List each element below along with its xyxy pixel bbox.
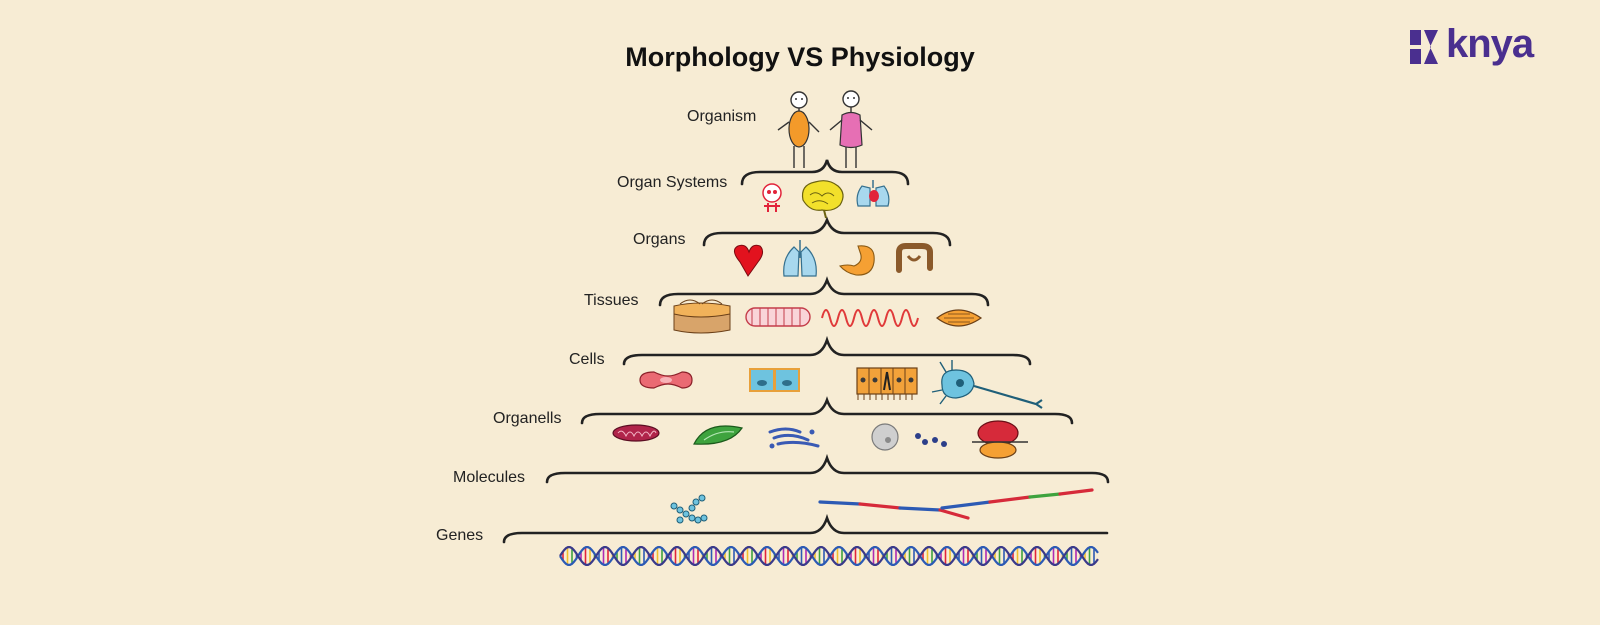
brand-logo: knya	[1410, 22, 1534, 72]
brace-molecules	[545, 453, 1110, 484]
muscle-fiber-icon	[745, 307, 811, 327]
level-label-genes: Genes	[436, 527, 484, 544]
brand-wordmark: knya	[1446, 22, 1534, 66]
male-figure-icon	[777, 91, 820, 168]
brand-mark-icon	[1410, 30, 1440, 64]
stomach-icon	[839, 245, 875, 276]
level-label-organism: Organism	[687, 108, 757, 125]
brace-organells	[580, 396, 1074, 425]
level-label-organells: Organells	[493, 410, 562, 427]
intestine-icon	[896, 243, 933, 273]
brace-tissues	[658, 276, 990, 307]
lungs-heart-icon	[856, 180, 890, 207]
dna-strand	[559, 546, 1099, 566]
elastic-tissue-icon	[821, 309, 919, 327]
brace-genes	[502, 513, 1109, 544]
nucleus-icon	[871, 423, 947, 451]
brace-cells	[622, 335, 1032, 366]
brace-organs	[702, 216, 952, 247]
mitochondria-icon	[612, 424, 660, 442]
dna-helix-icon	[559, 546, 1099, 566]
ribosome-icon	[972, 420, 1028, 459]
level-label-organ-systems: Organ Systems	[617, 174, 728, 191]
protein-chain-icon	[818, 488, 1094, 520]
female-figure-icon	[829, 90, 873, 168]
smooth-muscle-icon	[936, 309, 983, 327]
lungs-icon	[783, 240, 817, 277]
golgi-icon	[768, 427, 820, 449]
chloroplast-icon	[693, 425, 743, 445]
neuron-icon	[931, 360, 1043, 409]
red-blood-cell-icon	[639, 371, 693, 389]
level-label-organs: Organs	[633, 231, 686, 248]
level-label-molecules: Molecules	[453, 469, 526, 486]
brace-organ-systems	[740, 159, 910, 186]
connective-tissue-icon	[673, 299, 731, 334]
heart-icon	[734, 244, 764, 277]
skeleton-icon	[762, 183, 782, 212]
branched-molecule-icon	[670, 494, 708, 524]
columnar-cells-icon	[856, 367, 918, 400]
level-label-tissues: Tissues	[584, 292, 639, 309]
page-title: Morphology VS Physiology	[625, 42, 975, 72]
epithelial-cells-icon	[749, 368, 800, 392]
brain-icon	[801, 180, 844, 219]
level-label-cells: Cells	[569, 351, 605, 368]
